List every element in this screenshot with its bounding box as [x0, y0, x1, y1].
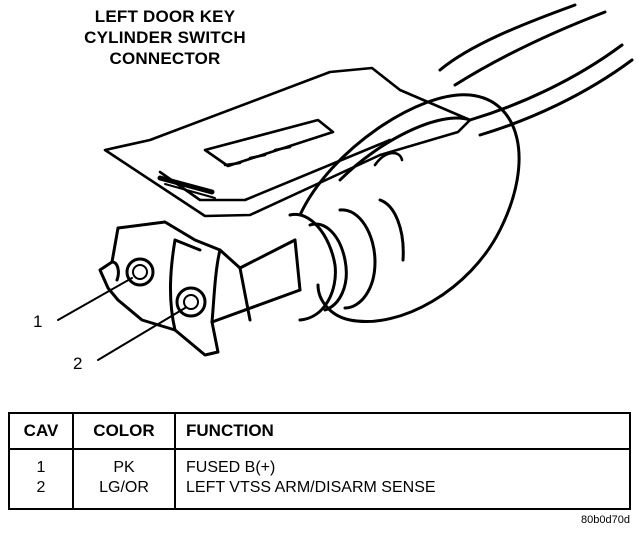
- connector-illustration: [57, 3, 634, 361]
- title-line-3: CONNECTOR: [109, 49, 221, 68]
- title-line-2: CYLINDER SWITCH: [84, 28, 246, 47]
- table-header-row: CAV COLOR FUNCTION: [9, 413, 630, 450]
- color-column: PK LG/OR: [73, 449, 176, 509]
- callout-1: 1: [33, 312, 43, 331]
- header-function: FUNCTION: [175, 413, 630, 450]
- cav-column: 1 2: [9, 449, 74, 509]
- header-color: COLOR: [73, 413, 176, 450]
- leader-line-2: [97, 307, 186, 361]
- connector-body: [288, 93, 521, 323]
- diagram-title: LEFT DOOR KEY CYLINDER SWITCH CONNECTOR: [50, 6, 280, 69]
- color-cell: LG/OR: [99, 479, 149, 496]
- wire-bundle: [438, 3, 634, 137]
- latch-tab: [103, 66, 472, 218]
- cav-cell: 1: [36, 459, 46, 476]
- figure-reference-code: 80b0d70d: [581, 514, 630, 526]
- function-cell: LEFT VTSS ARM/DISARM SENSE: [186, 479, 436, 496]
- cav-cell: 2: [36, 479, 46, 496]
- callout-2: 2: [73, 354, 83, 373]
- function-cell: FUSED B(+): [186, 459, 276, 476]
- front-housing: [98, 220, 302, 357]
- header-cav: CAV: [9, 413, 74, 450]
- title-line-1: LEFT DOOR KEY: [94, 7, 236, 26]
- function-column: FUSED B(+) LEFT VTSS ARM/DISARM SENSE: [175, 449, 630, 509]
- cavity-1: [125, 257, 155, 287]
- table-row: 1 2 PK LG/OR FUSED B(+) LEFT VTSS ARM/DI…: [9, 449, 630, 509]
- cavity-2: [175, 286, 207, 318]
- leader-line-1: [57, 277, 133, 321]
- pinout-table: CAV COLOR FUNCTION 1 2 PK LG/OR FUSED B(…: [8, 412, 631, 510]
- color-cell: PK: [113, 459, 135, 476]
